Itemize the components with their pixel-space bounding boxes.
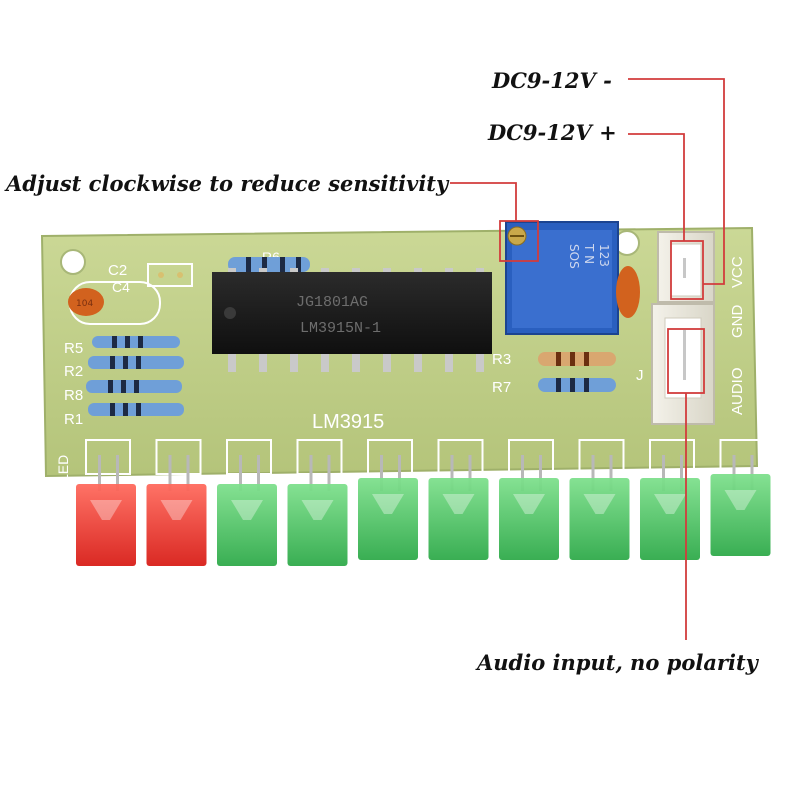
pot-marking-1: 123 [597,244,611,267]
silk-r2: R2 [64,363,83,380]
callout-power-minus: DC9-12V - [492,68,612,93]
callout-sensitivity: Adjust clockwise to reduce sensitivity [6,171,449,196]
led-4 [287,439,348,566]
led-5 [358,439,418,560]
resistor-r7 [538,378,616,392]
led-9 [640,439,700,560]
highlight-pot-screw [499,220,539,262]
callout-power-plus: DC9-12V + [488,120,617,145]
silk-r1: R1 [64,411,83,428]
mounting-hole-left [60,249,86,275]
resistor-stack-left [86,336,184,416]
silk-r5: R5 [64,340,83,357]
led-7 [499,439,559,560]
led-8 [569,439,630,560]
silk-r3: R3 [492,351,511,368]
chip-marking-1: JG1801AG [296,294,368,311]
silk-vcc: VCC [729,256,746,288]
svg-text:104: 104 [76,299,93,309]
pot-marking-2: T N [582,243,596,264]
silk-gnd: GND [729,305,746,339]
silk-r8: R8 [64,387,83,404]
chip-marking-2: LM3915N-1 [300,320,381,337]
led-6 [428,439,489,560]
pot-marking-3: SOS [567,244,581,269]
resistor-r3 [538,352,616,366]
led-1 [76,439,136,566]
led-3 [217,439,277,566]
ceramic-capacitor [68,288,104,316]
capacitor-orange [616,266,640,318]
power-connector [657,231,715,303]
led-bar [76,439,771,566]
silk-r7: R7 [492,379,511,396]
callout-markers [450,78,725,640]
silk-c2: C2 [108,262,127,279]
lm3915-ic-chip: JG1801AG LM3915N-1 [212,268,492,372]
callout-audio-input: Audio input, no polarity [477,650,758,675]
highlight-power-pins [670,240,704,300]
chip-label: LM3915 [312,411,384,433]
led-10 [710,439,771,556]
silk-led: LED [55,455,71,482]
silk-j: J [636,367,644,384]
trim-potentiometer: 123 T N SOS [505,221,619,335]
led-2 [146,439,207,566]
silk-audio: AUDIO [729,367,746,415]
